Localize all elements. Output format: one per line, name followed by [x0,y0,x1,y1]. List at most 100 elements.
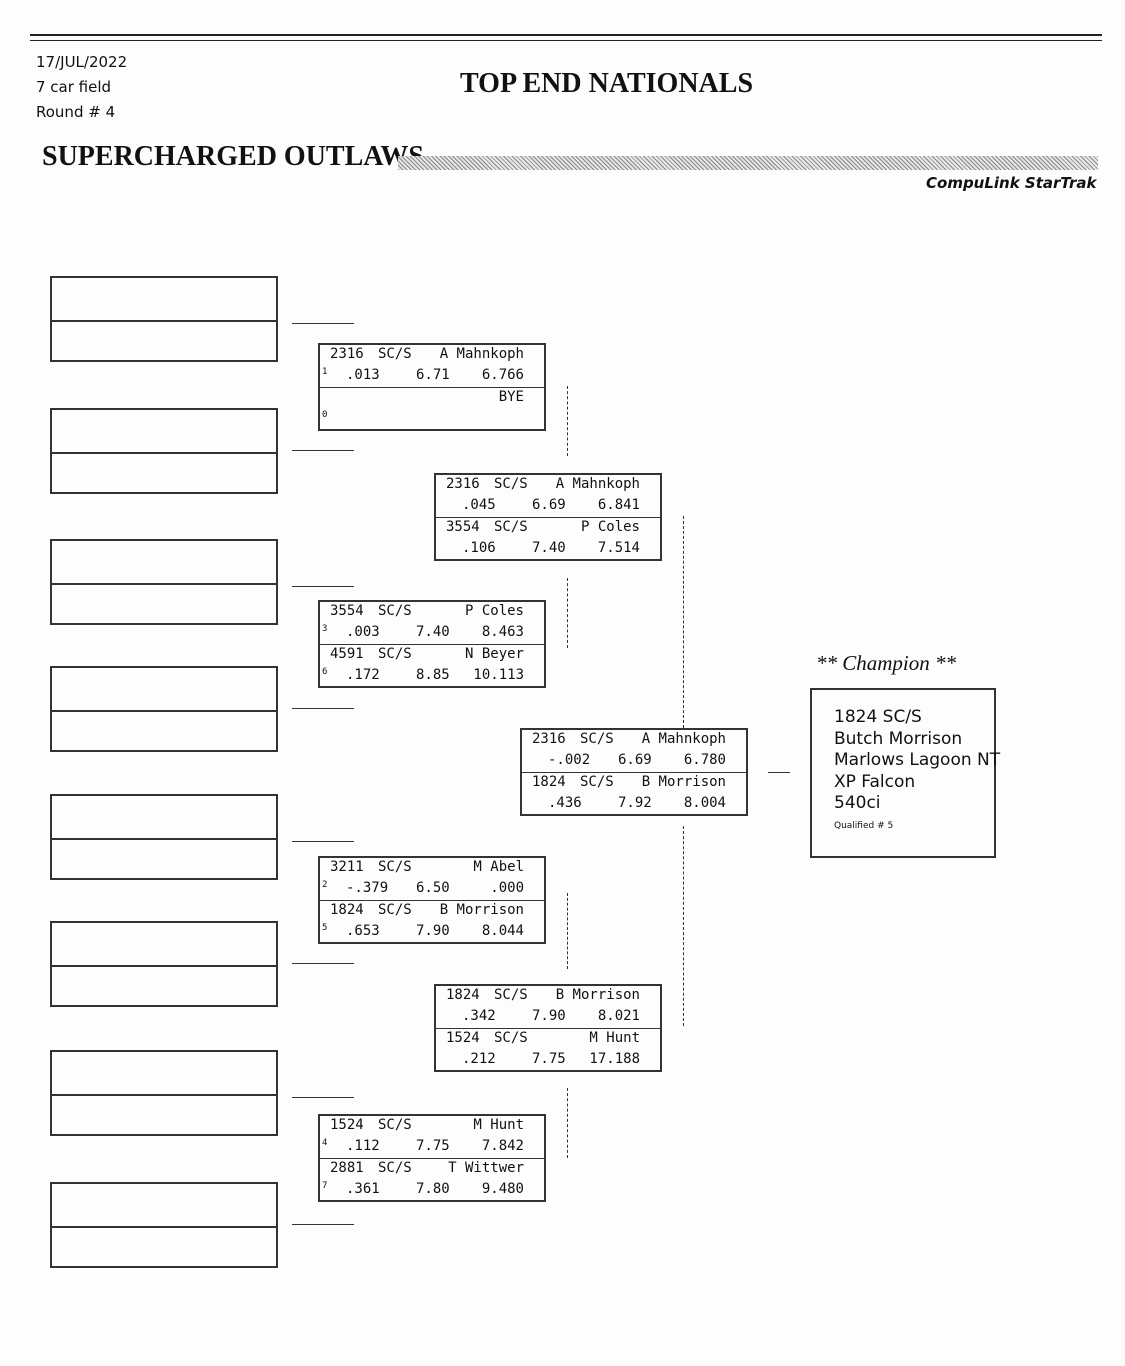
match-divider [320,1158,544,1159]
qualifying-seed: 5 [322,923,328,933]
car-class: SC/S [494,519,528,535]
qualifying-seed: 1 [322,367,328,377]
bracket-connector [567,893,568,969]
driver-name: N Beyer [464,646,524,662]
car-number: 4591 [330,646,364,662]
champion-engine: 540ci [834,793,881,813]
lane-header: 1824 SC/S B Morrison [436,987,660,1008]
dial-in: 8.85 [416,667,450,683]
qualifying-seed: 2 [322,880,328,890]
car-number: 1824 [330,902,364,918]
driver-name: T Wittwer [448,1160,524,1176]
champion-driver: Butch Morrison [834,729,963,749]
entry-slot [50,408,278,494]
event-title: TOP END NATIONALS [460,68,754,99]
dial-in: 7.90 [416,923,450,939]
reaction-time: .112 [346,1138,380,1154]
bracket-connector [683,516,684,728]
dial-in: 7.90 [532,1008,566,1024]
driver-name: M Hunt [473,1117,524,1133]
hatch-bar [398,156,1098,170]
match-divider [320,900,544,901]
champion-hometown: Marlows Lagoon NT [834,750,1001,770]
entry-slot-divider [52,710,276,712]
entry-slot [50,276,278,362]
champion-vehicle: XP Falcon [834,772,916,792]
dial-in: 6.69 [618,752,652,768]
driver-name: P Coles [580,519,640,535]
champion-car: 1824 SC/S [834,707,922,727]
entry-slot-divider [52,583,276,585]
dial-in: 7.75 [532,1051,566,1067]
slot-connector [292,323,354,324]
slot-connector [292,1097,354,1098]
reaction-time: .003 [346,624,380,640]
entry-slot-divider [52,1094,276,1096]
field-size: 7 car field [36,78,112,96]
elapsed-time: 6.780 [683,752,726,768]
reaction-time: -.379 [346,880,389,896]
bracket-connector [567,386,568,456]
slot-connector [292,841,354,842]
round-number: Round # 4 [36,103,116,121]
dial-in: 7.75 [416,1138,450,1154]
driver-name: A Mahnkoph [641,731,726,747]
bracket-connector [567,1088,568,1158]
slot-connector [292,450,354,451]
car-class: SC/S [580,774,614,790]
elapsed-time: 8.004 [683,795,726,811]
car-number: 1524 [446,1030,480,1046]
entry-slot-divider [52,452,276,454]
entry-slot [50,921,278,1007]
lane-times: 0 [320,410,544,431]
dial-in: 6.50 [416,880,450,896]
dial-in: 7.92 [618,795,652,811]
car-number: 2316 [532,731,566,747]
reaction-time: .361 [346,1181,380,1197]
elapsed-time: 6.841 [597,497,640,513]
slot-connector [292,1224,354,1225]
reaction-time: .013 [346,367,380,383]
top-rule-thin [30,40,1102,41]
reaction-time: .106 [462,540,496,556]
driver-name: A Mahnkoph [555,476,640,492]
dial-in: 7.40 [532,540,566,556]
slot-connector [292,708,354,709]
driver-name: B Morrison [555,987,640,1003]
car-class: SC/S [378,346,412,362]
reaction-time: .342 [462,1008,496,1024]
entry-slot [50,539,278,625]
car-number: 1824 [446,987,480,1003]
match-divider [436,517,660,518]
qualifying-seed: 4 [322,1138,328,1148]
car-class: SC/S [494,987,528,1003]
qualifying-seed: 7 [322,1181,328,1191]
software-name: CompuLink StarTrak [926,174,1097,192]
slot-connector [292,586,354,587]
match-divider [320,387,544,388]
car-number: 3554 [330,603,364,619]
entry-slot-divider [52,965,276,967]
class-name: SUPERCHARGED OUTLAWS [42,141,424,172]
driver-name: M Abel [473,859,524,875]
dial-in: 6.69 [532,497,566,513]
lane-header: BYE [320,389,544,410]
qualifying-seed: 6 [322,667,328,677]
driver-name: BYE [498,389,524,405]
slot-connector [292,963,354,964]
car-number: 1524 [330,1117,364,1133]
entry-slot [50,1182,278,1268]
reaction-time: .212 [462,1051,496,1067]
car-class: SC/S [378,1160,412,1176]
